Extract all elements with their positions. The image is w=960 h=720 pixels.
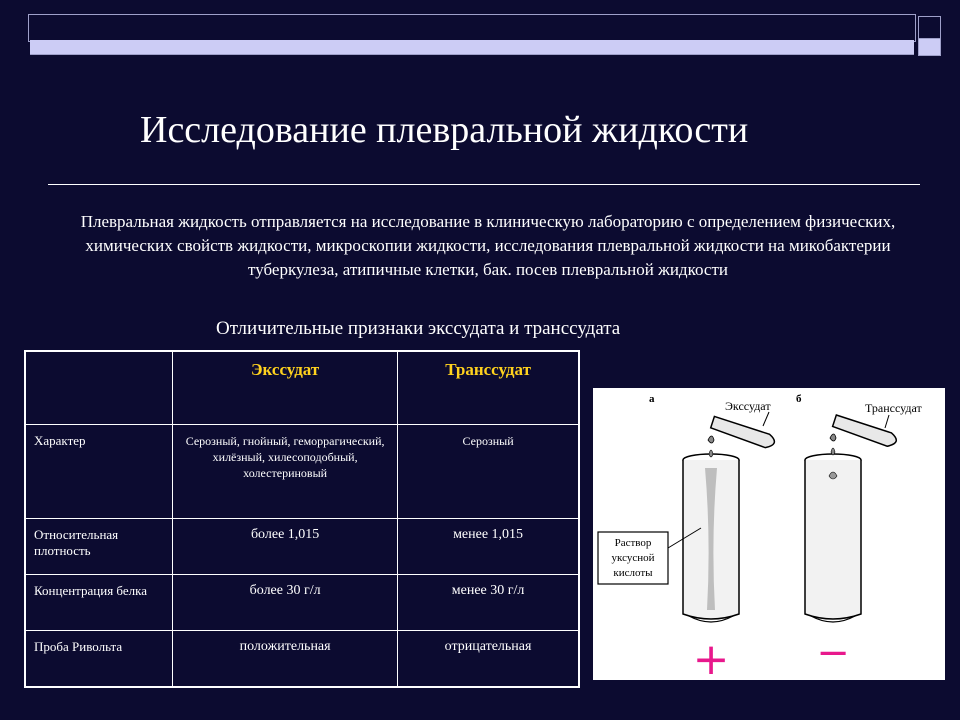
pipette-a: [707, 415, 776, 449]
solution-pointer: [667, 527, 702, 549]
slide-title: Исследование плевральной жидкости: [140, 109, 749, 151]
exudate-value: более 1,015: [172, 518, 399, 575]
panel-b-label: б: [796, 393, 802, 405]
header-transudate: Транссудат: [397, 350, 580, 425]
transudate-value: отрицательная: [397, 630, 580, 688]
header-square-bottom: [918, 38, 941, 56]
header-square-top: [918, 16, 941, 39]
solution-label-line3: кислоты: [613, 567, 653, 579]
solution-label-line2: уксусной: [612, 552, 655, 564]
cylinder-a: [682, 449, 740, 623]
row-label: Концентрация белка: [24, 574, 174, 631]
panel-a-label: а: [649, 393, 655, 405]
rivalta-test-drawing: а б Экссудат Транссудат: [597, 393, 922, 680]
positive-sign: +: [693, 634, 730, 680]
table-row: Проба Ривольта положительная отрицательн…: [24, 630, 580, 688]
transudate-value: менее 30 г/л: [397, 574, 580, 631]
table-caption: Отличительные признаки экссудата и транс…: [216, 318, 621, 339]
row-label: Проба Ривольта: [24, 630, 174, 688]
transudate-label: Транссудат: [865, 401, 922, 415]
slide-paragraph: Плевральная жидкость отправляется на исс…: [80, 212, 896, 279]
transudate-value: Серозный: [397, 424, 580, 519]
transudate-pointer: [884, 414, 890, 429]
row-label: Характер: [24, 424, 174, 519]
solution-label-box: Раствор уксусной кислоты: [597, 527, 702, 585]
transudate-value: менее 1,015: [397, 518, 580, 575]
table-row: Концентрация белка более 30 г/л менее 30…: [24, 574, 580, 631]
comparison-table: Экссудат Транссудат Характер Серозный, г…: [24, 350, 580, 688]
header-exudate: Экссудат: [172, 350, 399, 425]
exudate-pointer: [762, 411, 770, 427]
header-bar-outline: [28, 14, 916, 42]
exudate-label: Экссудат: [725, 399, 771, 413]
table-header-row: Экссудат Транссудат: [24, 350, 580, 425]
negative-sign: −: [816, 630, 850, 676]
title-divider: [48, 184, 920, 185]
row-label: Относительная плотность: [24, 518, 174, 575]
header-empty-cell: [24, 350, 174, 425]
exudate-value: Серозный, гнойный, геморрагический, хилё…: [172, 424, 399, 519]
table-row: Относительная плотность более 1,015 мене…: [24, 518, 580, 575]
rivalta-test-illustration: а б Экссудат Транссудат: [593, 388, 945, 680]
exudate-value: более 30 г/л: [172, 574, 399, 631]
solution-label-line1: Раствор: [615, 537, 652, 549]
cylinder-b: [804, 447, 862, 623]
pipette-b: [829, 414, 897, 448]
table-row: Характер Серозный, гнойный, геморрагичес…: [24, 424, 580, 519]
exudate-value: положительная: [172, 630, 399, 688]
header-bar-fill: [30, 40, 914, 55]
